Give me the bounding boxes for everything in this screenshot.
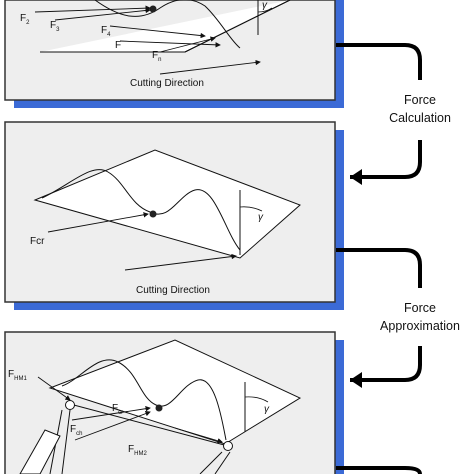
cut-profile-curve bbox=[94, 0, 241, 49]
step-force-approximation-line1: Force bbox=[404, 301, 436, 315]
angle-arc bbox=[257, 7, 273, 13]
label-gamma-2: γ bbox=[258, 212, 264, 223]
cutting-plane bbox=[48, 339, 302, 445]
flow-connector-1 bbox=[336, 43, 422, 185]
step-force-calculation-line2: Calculation bbox=[389, 111, 451, 125]
step-force-calculation-line1: Force bbox=[404, 93, 436, 107]
panel-haptic-forces: FHM1 Fcr Fch FHM2 γ bbox=[4, 331, 344, 474]
label-cutting-direction-2: Cutting Direction bbox=[136, 285, 210, 296]
cut-profile-curve bbox=[61, 359, 227, 441]
label-fn: Fn bbox=[152, 50, 161, 63]
cut-profile-curve bbox=[41, 169, 241, 251]
step-force-approximation-line2: Approximation bbox=[380, 319, 460, 333]
angle-arc bbox=[244, 396, 269, 403]
label-f: F bbox=[115, 40, 121, 51]
force-vectors bbox=[34, 5, 221, 53]
flow-connector-2 bbox=[336, 248, 422, 388]
tool-edge bbox=[69, 403, 229, 447]
label-gamma-1: γ bbox=[262, 0, 268, 11]
label-cutting-direction-1: Cutting Direction bbox=[130, 78, 204, 89]
cutting-direction-arrow bbox=[124, 253, 237, 271]
haptic-device-right bbox=[199, 441, 233, 474]
label-gamma-3: γ bbox=[264, 404, 270, 415]
label-f3: F3 bbox=[50, 20, 60, 33]
contact-point bbox=[149, 5, 157, 13]
label-fch: Fch bbox=[70, 424, 82, 437]
cutting-plane bbox=[40, 0, 291, 53]
flow-connector-3 bbox=[336, 466, 422, 474]
haptic-device-left bbox=[19, 400, 75, 474]
force-vector-fcr bbox=[47, 212, 149, 233]
label-fhm1: FHM1 bbox=[8, 369, 27, 382]
panel-resultant-force: Fcr γ Cutting Direction bbox=[4, 121, 344, 310]
label-fcr: Fcr bbox=[30, 236, 45, 247]
cutting-plane bbox=[33, 149, 301, 259]
label-fcr: Fcr bbox=[112, 403, 123, 416]
cutting-direction-arrow bbox=[159, 59, 261, 75]
force-vectors bbox=[37, 376, 223, 444]
label-f4: F4 bbox=[101, 25, 111, 38]
contact-point bbox=[149, 210, 157, 218]
label-f2: F2 bbox=[20, 13, 30, 26]
contact-point bbox=[155, 404, 163, 412]
label-fhm2: FHM2 bbox=[128, 444, 147, 457]
panel-force-components: F2 F3 F4 F Fn γ Cutting Direction bbox=[4, 0, 344, 108]
angle-arc bbox=[239, 206, 263, 212]
